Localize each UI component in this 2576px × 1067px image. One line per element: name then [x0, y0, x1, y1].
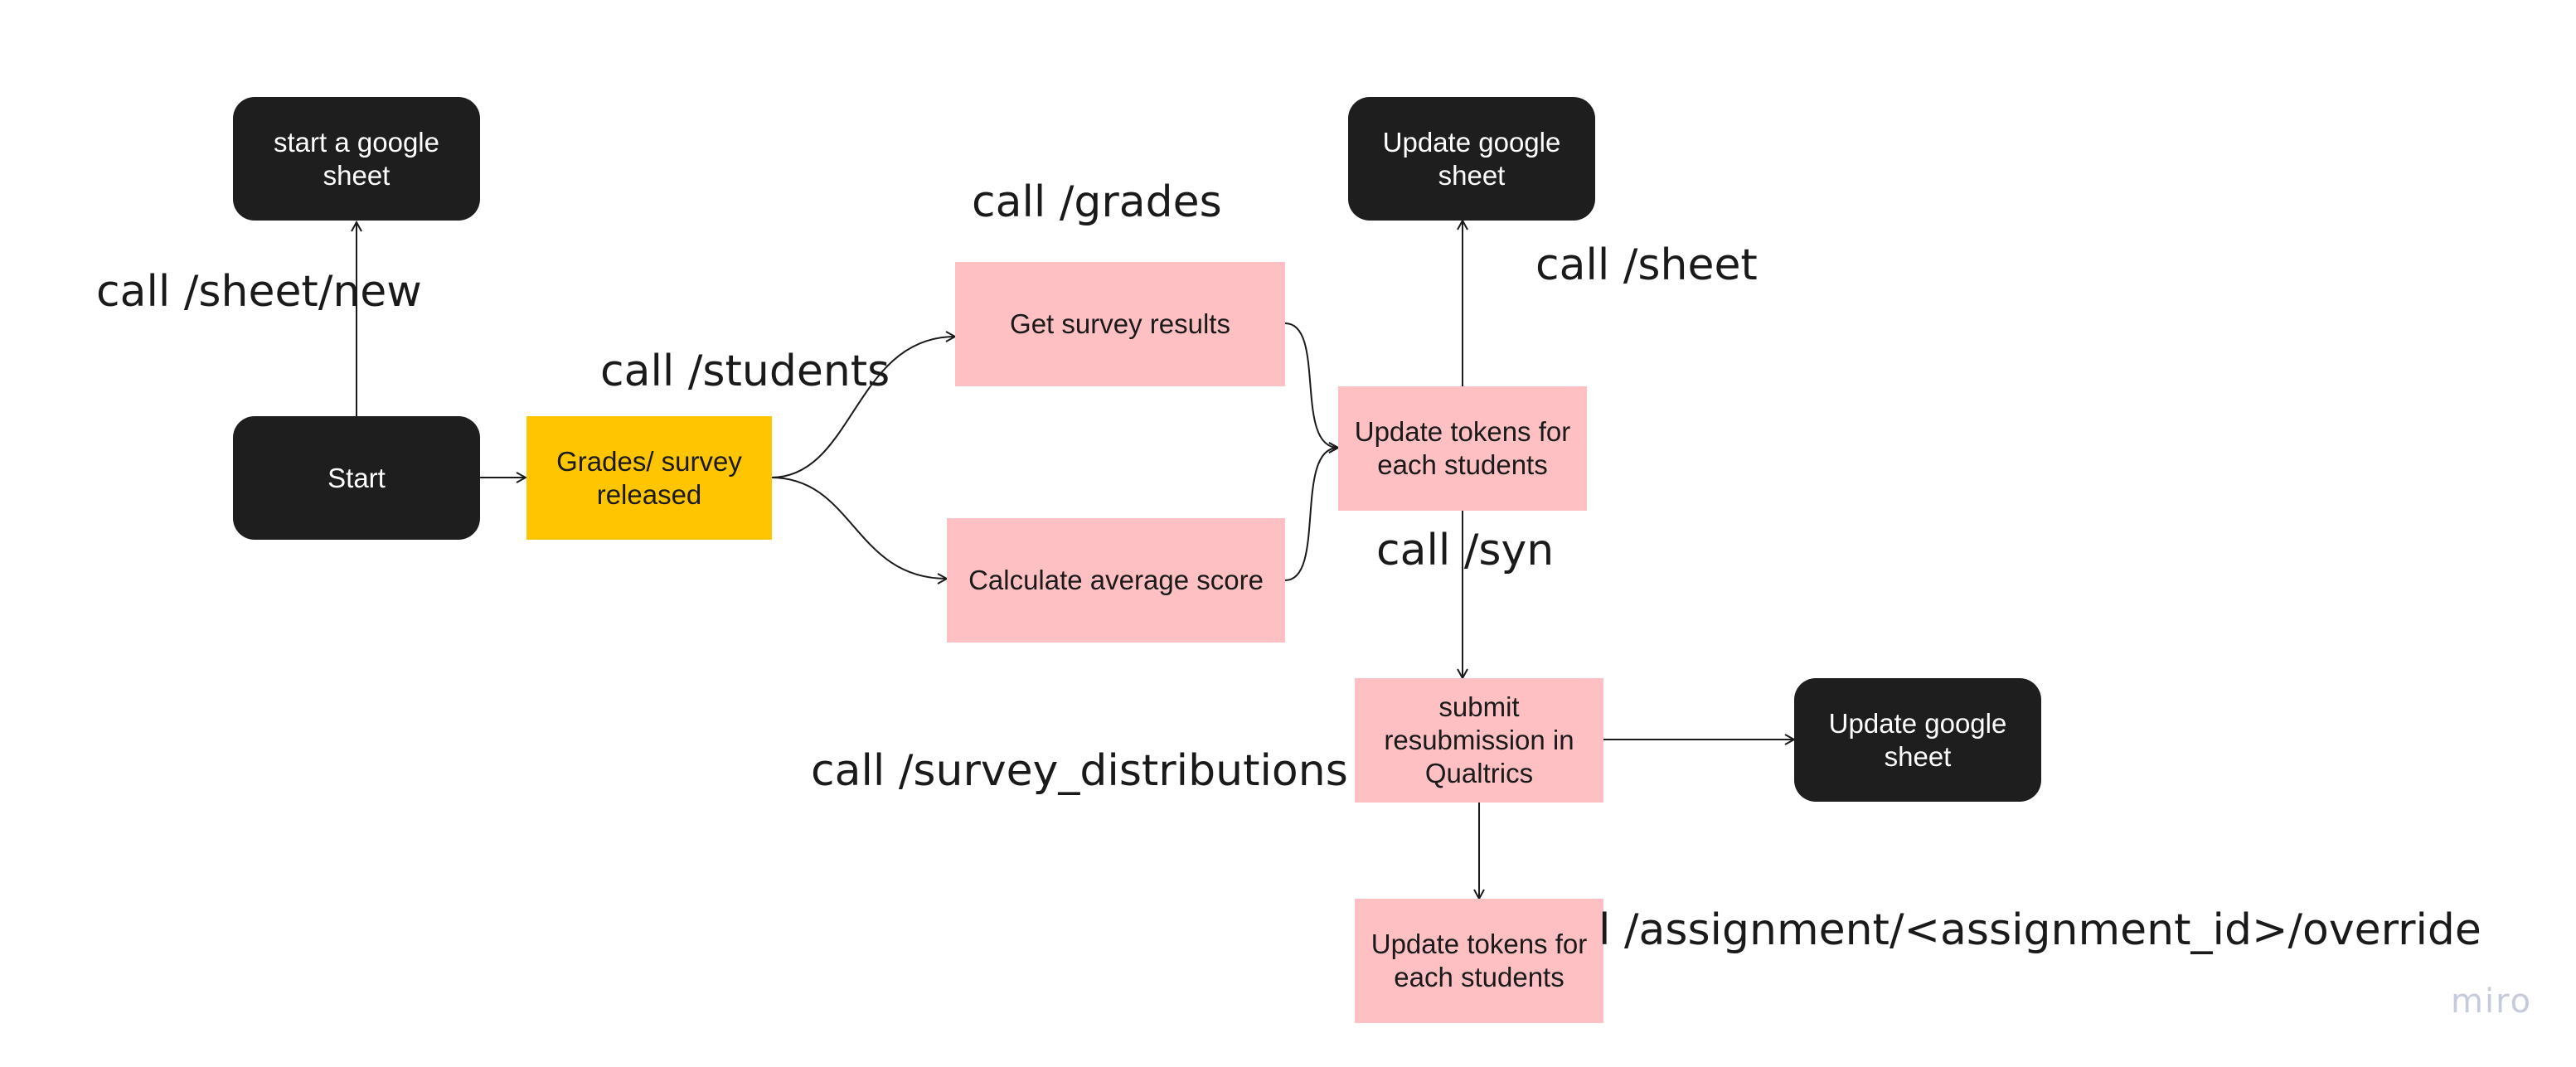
node-calculate-average[interactable]: Calculate average score — [947, 518, 1285, 643]
node-update-sheet-1[interactable]: Update google sheet — [1348, 97, 1595, 221]
edge-label-syn: call /syn — [1376, 526, 1555, 575]
node-submit-resubmission-label: submit resubmission in Qualtrics — [1384, 691, 1574, 788]
node-update-tokens-1-label: Update tokens for each students — [1354, 416, 1571, 480]
miro-logo: miro — [2451, 982, 2533, 1021]
arrow-average-to-tokens — [1284, 448, 1338, 581]
node-get-survey-results[interactable]: Get survey results — [955, 262, 1285, 386]
node-start[interactable]: Start — [233, 416, 480, 540]
arrow-survey-to-tokens — [1284, 323, 1338, 448]
node-update-tokens-1[interactable]: Update tokens for each students — [1338, 386, 1587, 511]
node-update-tokens-2-label: Update tokens for each students — [1370, 929, 1588, 992]
node-submit-resubmission[interactable]: submit resubmission in Qualtrics — [1355, 678, 1603, 803]
node-update-sheet-2[interactable]: Update google sheet — [1794, 678, 2041, 802]
node-start-sheet-label: start a google sheet — [274, 126, 439, 191]
node-update-tokens-2[interactable]: Update tokens for each students — [1355, 899, 1603, 1023]
node-get-survey-results-label: Get survey results — [1010, 308, 1230, 339]
edge-label-sheet: call /sheet — [1535, 240, 1758, 290]
arrow-grades-to-survey — [770, 337, 955, 478]
node-update-sheet-1-label: Update google sheet — [1382, 126, 1561, 191]
node-grades-released-label: Grades/ survey released — [556, 445, 742, 510]
node-start-label: Start — [327, 462, 386, 493]
edge-label-sheet-new: call /sheet/new — [96, 267, 422, 317]
edge-label-students: call /students — [600, 347, 890, 396]
edge-label-survey-distributions: call /survey_distributions — [811, 746, 1348, 796]
arrow-grades-to-average — [770, 477, 947, 579]
edge-label-grades: call /grades — [972, 177, 1222, 227]
edge-label-override: l /assignment/<assignment_id>/override — [1598, 905, 2481, 955]
node-update-sheet-2-label: Update google sheet — [1828, 707, 2007, 772]
node-grades-released[interactable]: Grades/ survey released — [526, 416, 772, 540]
node-start-sheet[interactable]: start a google sheet — [233, 97, 480, 221]
node-calculate-average-label: Calculate average score — [968, 565, 1264, 595]
